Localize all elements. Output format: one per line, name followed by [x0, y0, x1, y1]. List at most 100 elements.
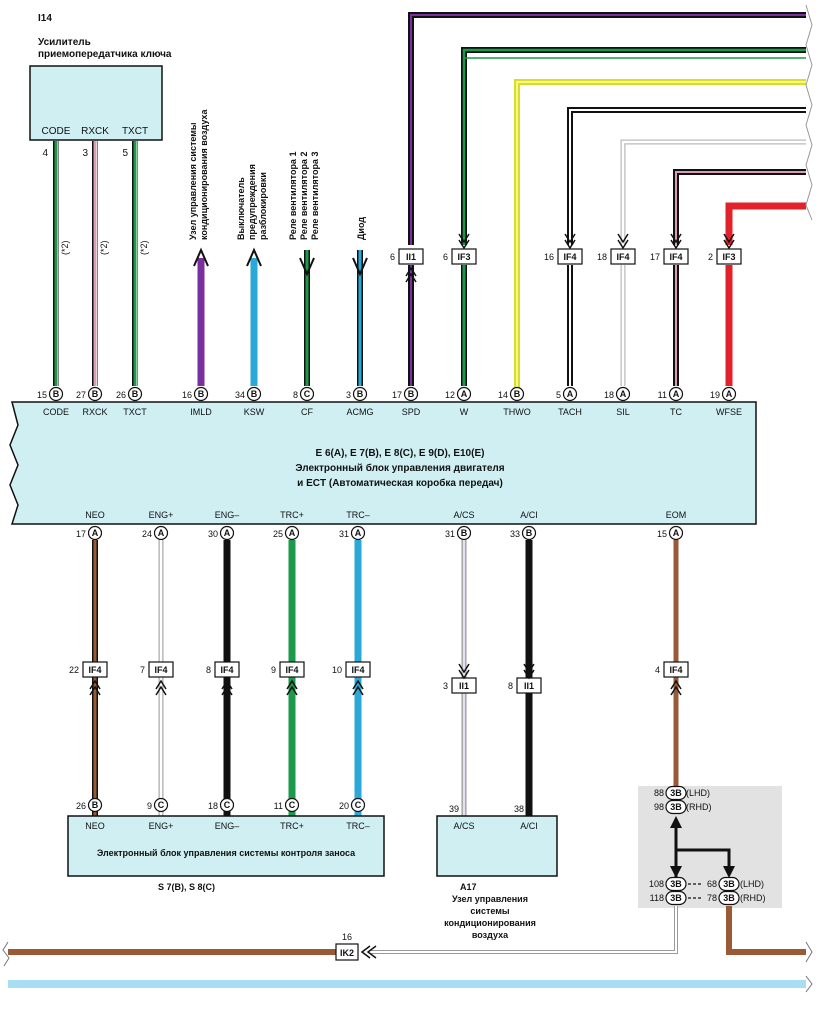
ecu-top-pin-num: 16: [182, 390, 192, 400]
pin-circle: [153, 525, 169, 541]
ecu-top-pin-num: 34: [235, 390, 245, 400]
connector-label: IF4: [669, 252, 682, 262]
ecu-top-pin-name: RXCK: [82, 407, 107, 417]
connector-label: IF4: [616, 252, 629, 262]
ecu-line1: E 6(A), E 7(B), E 8(C), E 9(D), E10(E): [316, 448, 485, 459]
connector-num: 17: [650, 252, 660, 262]
connector-label: IF4: [220, 665, 233, 675]
a17-title-3: кондиционирования: [444, 918, 536, 928]
connector-wires-top: [408, 265, 733, 386]
double-chevron-up-icon: [352, 679, 364, 696]
junction-pins: 3B88(LHD)3B98(RHD)3B1083B1183B68(LHD)3B7…: [649, 785, 766, 906]
double-chevron-up-icon: [286, 679, 298, 696]
junction-pin-num: 88: [654, 788, 664, 798]
junction-panel: [638, 786, 782, 908]
ecu-bottom-pin-name: EOM: [666, 510, 687, 520]
double-chevron-down-icon: [617, 233, 629, 250]
arrow-up-icon: [246, 247, 262, 267]
junction-panel-bg: [638, 786, 782, 908]
ecu-top-pin-name: WFSE: [716, 407, 742, 417]
pin-circle: [521, 525, 537, 541]
pin-circle: [668, 386, 684, 402]
connector-box: [398, 248, 424, 265]
connector-label: IF3: [722, 252, 735, 262]
double-chevron-down-icon: [523, 663, 535, 680]
ecu-top-pin-num: 18: [604, 390, 614, 400]
ecu-top-pin-name: THWO: [503, 407, 531, 417]
pin-circle: [456, 386, 472, 402]
vlabel-diode: Диод: [356, 217, 366, 240]
ecu-box: [9, 401, 757, 525]
ecu-bottom-pin-num: 33: [510, 529, 520, 539]
junction-pin-num: 98: [654, 802, 664, 812]
pin-connector-letter: A: [673, 389, 680, 399]
ecu-top-pin-name: IMLD: [190, 407, 212, 417]
pin-connector-letter: A: [620, 389, 627, 399]
skid-id: S 7(B), S 8(C): [158, 882, 215, 892]
ecu-bottom-pin-name: TRC+: [280, 510, 304, 520]
pin-connector-letter: B: [251, 389, 258, 399]
ecu-top-pin-num: 17: [392, 390, 402, 400]
junction-pin-num: 118: [650, 893, 664, 903]
ecu-top-pin-num: 14: [498, 390, 508, 400]
skid-pin-name: TRC+: [280, 821, 304, 831]
connector-num: 9: [271, 665, 276, 675]
ecu-top-pin-num: 15: [37, 390, 47, 400]
connector-num: 6: [390, 252, 395, 262]
ecu-top-pin-name: CODE: [43, 407, 69, 417]
junction-pin: [665, 876, 687, 892]
ecu-bottom-pin-num: 17: [76, 529, 86, 539]
junction-pin-conn: 3B: [723, 893, 735, 903]
pin-circle: [127, 386, 143, 402]
ecu-top-pin-name: SIL: [616, 407, 630, 417]
double-chevron-up-icon: [405, 266, 417, 283]
ik2-connector: [335, 943, 359, 961]
ecu-top-pin-name: CF: [301, 407, 313, 417]
connector-box: [214, 661, 240, 678]
junction-pin: [665, 890, 687, 906]
junction-pin: [718, 890, 740, 906]
skid-pin-name: TRC–: [346, 821, 370, 831]
junction-pin-num: 108: [649, 879, 664, 889]
connector-label: IF3: [457, 252, 470, 262]
pin-circle: [299, 386, 315, 402]
double-chevron-down-icon: [564, 233, 576, 250]
skid-title: Электронный блок управления системы конт…: [97, 848, 356, 858]
double-chevron-up-icon: [89, 679, 101, 696]
pin-circle: [562, 386, 578, 402]
i14-pin-num: 5: [122, 148, 128, 159]
i14-pin-num: 3: [82, 148, 88, 159]
ecu-bottom-pin-name: TRC–: [346, 510, 370, 520]
ecu-bottom-pin-name: A/CS: [453, 510, 474, 520]
vlabel-fan-3: Реле вентилятора 3: [310, 152, 320, 240]
ecu-top-pin-name: TXCT: [123, 407, 147, 417]
pin-circle: [48, 386, 64, 402]
a17-component: 39 38 A/CS A/CI A17 Узел управления сист…: [436, 804, 558, 940]
arrow-up-icon: [193, 247, 209, 267]
pin-circle: [87, 386, 103, 402]
connector-box: [148, 661, 174, 678]
pin-circle: [87, 525, 103, 541]
ecu-bottom-pin-num: 31: [445, 529, 455, 539]
vlabel-aircon-1: Узел управления системы: [188, 122, 198, 240]
i14-box: [29, 65, 163, 141]
connector-label: IF4: [563, 252, 576, 262]
pin-circle: [87, 797, 103, 813]
pin-circle: [350, 797, 366, 813]
a17-title-4: воздуха: [472, 930, 509, 940]
pin-connector-letter: C: [224, 800, 231, 810]
arrow-up-icon: [670, 816, 682, 828]
junction-pin: [718, 876, 740, 892]
pin-connector-letter: B: [92, 389, 99, 399]
pin-connector-letter: B: [357, 389, 364, 399]
connector-label: II1: [406, 252, 416, 262]
arrow-down-icon: [670, 866, 682, 878]
junction-pin-tag: (LHD): [686, 788, 710, 798]
connector-label: IF4: [285, 665, 298, 675]
pin-circle: [456, 525, 472, 541]
i14-title-2: приемопередатчика ключа: [38, 49, 172, 60]
arrow-down-icon: [299, 257, 315, 277]
